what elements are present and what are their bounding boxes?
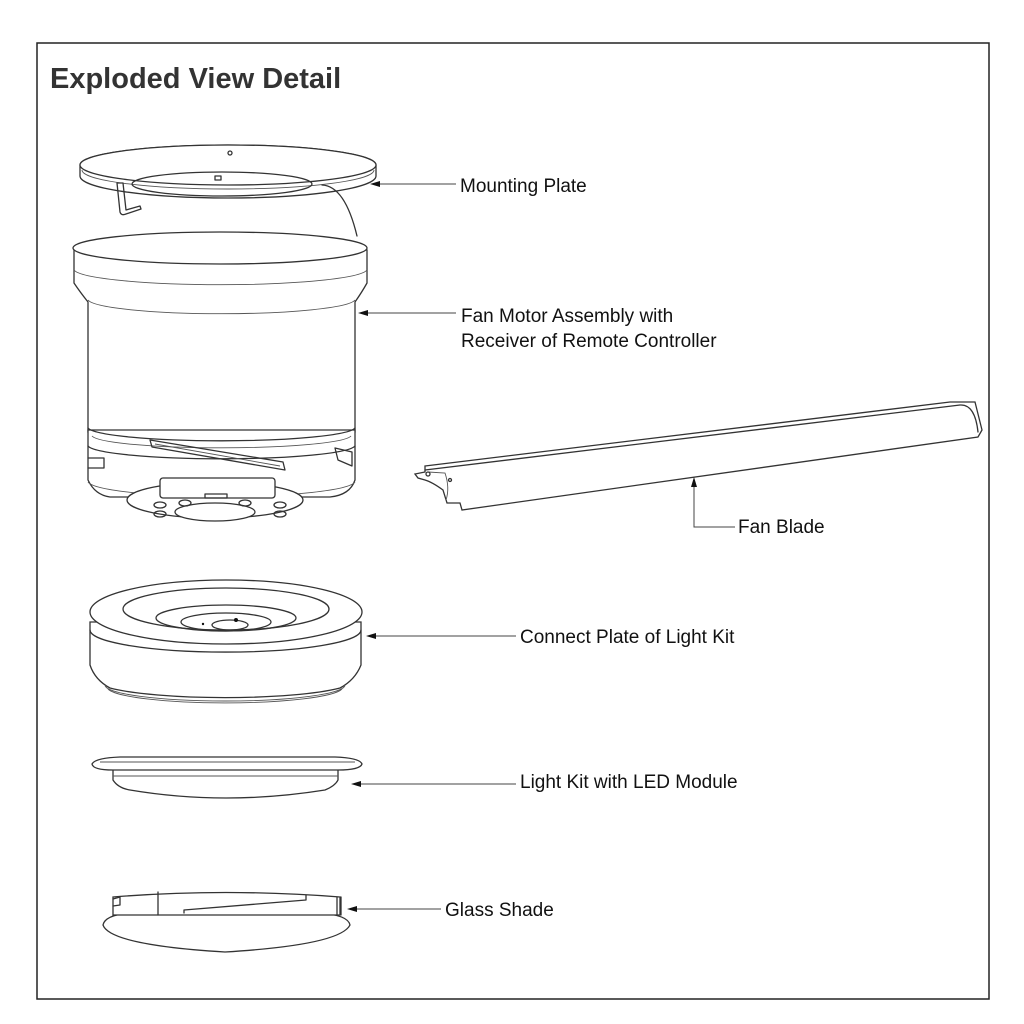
leader-fan-blade: [691, 477, 735, 528]
label-glass-shade: Glass Shade: [445, 900, 554, 921]
connect-plate-drawing: [89, 579, 363, 704]
mounting-plate-drawing: [79, 144, 377, 237]
diagram-frame: [36, 42, 990, 1000]
label-fan-blade: Fan Blade: [738, 517, 825, 538]
leader-mounting-plate: [370, 181, 456, 187]
label-fan-motor-line1: Fan Motor Assembly with: [461, 306, 673, 327]
label-fan-motor-line2: Receiver of Remote Controller: [461, 331, 717, 352]
fan-motor-assembly-drawing: [72, 231, 368, 522]
glass-shade-drawing: [102, 891, 351, 953]
label-light-kit: Light Kit with LED Module: [520, 772, 738, 793]
label-connect-plate: Connect Plate of Light Kit: [520, 627, 735, 648]
label-mounting-plate: Mounting Plate: [460, 176, 587, 197]
leader-glass-shade: [347, 906, 441, 912]
leader-light-kit: [351, 781, 516, 787]
light-kit-drawing: [91, 756, 363, 799]
fan-blade-drawing: [413, 401, 983, 511]
leader-fan-motor: [358, 310, 456, 316]
diagram-title: Exploded View Detail: [50, 63, 341, 95]
leader-connect-plate: [366, 633, 516, 639]
